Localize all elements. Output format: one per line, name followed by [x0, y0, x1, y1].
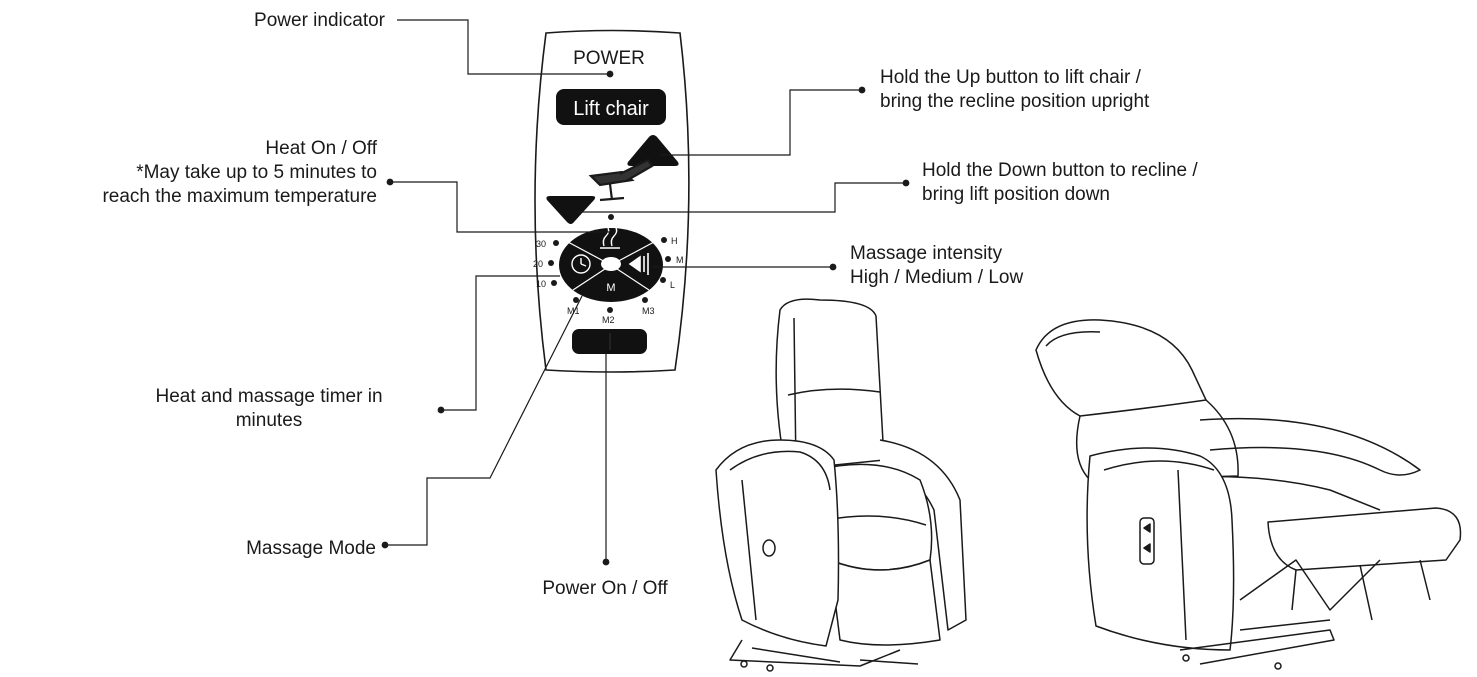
lift-chair-illustration [715, 298, 967, 672]
callout-power-onoff: Power On / Off [542, 578, 668, 599]
down-button[interactable] [546, 196, 596, 224]
callout-up-button: Hold the Up button to lift chair / bring… [880, 67, 1150, 112]
intensity-mark-medium: M [676, 255, 684, 265]
leader-dots [381, 86, 910, 566]
callout-power-indicator: Power indicator [254, 10, 385, 31]
recliner-illustration [1035, 319, 1462, 670]
intensity-marks: H M L [660, 236, 684, 290]
timer-mark-20: 20 [533, 259, 543, 269]
mode-mark-m2: M2 [602, 315, 615, 325]
up-button[interactable] [627, 135, 679, 166]
callout-heat: Heat On / Off *May take up to 5 minutes … [102, 138, 377, 207]
heat-icon[interactable] [600, 227, 620, 249]
callout-massage-intensity: Massage intensity High / Medium / Low [850, 243, 1024, 288]
massage-center-button[interactable] [601, 257, 621, 271]
timer-marks: 30 20 10 [533, 239, 559, 289]
mode-marks: M1 M2 M3 [567, 297, 655, 325]
callout-massage-mode: Massage Mode [246, 538, 376, 559]
timer-mark-10: 10 [536, 279, 546, 289]
callout-timer: Heat and massage timer in minutes [155, 386, 383, 431]
mode-mark-m1: M1 [567, 306, 580, 316]
mode-center-label: M [606, 282, 615, 294]
intensity-icon[interactable] [628, 253, 649, 275]
power-indicator-dot [606, 70, 614, 78]
leader-lines [385, 19, 906, 562]
intensity-mark-high: H [671, 236, 678, 246]
chair-recline-icon [588, 158, 654, 202]
timer-icon[interactable] [571, 254, 591, 274]
remote-power-label: POWER [573, 48, 645, 69]
callout-down-button: Hold the Down button to recline / bring … [922, 160, 1198, 205]
timer-mark-30: 30 [536, 239, 546, 249]
heat-indicator-dot [608, 214, 614, 220]
mode-mark-m3: M3 [642, 306, 655, 316]
lift-chair-label: Lift chair [573, 98, 649, 120]
lift-chair-badge [556, 89, 666, 125]
intensity-mark-low: L [670, 280, 675, 290]
